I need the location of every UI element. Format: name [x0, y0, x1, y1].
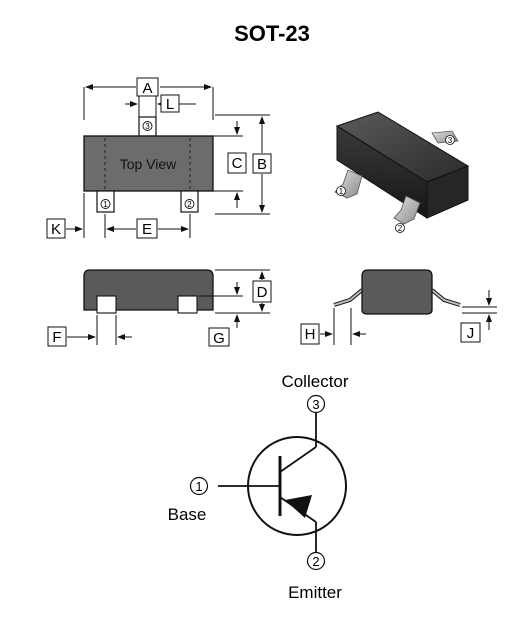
- collector-label: Collector: [281, 372, 348, 391]
- dim-b-box: [252, 153, 272, 174]
- pin2-num: 2: [187, 200, 192, 209]
- collector-pin-num: 3: [312, 397, 319, 412]
- dim-f-box: [47, 326, 67, 347]
- package-body-end: [361, 269, 433, 315]
- pin1-num-3d: 1: [339, 187, 344, 196]
- emitter-arrow-icon: [285, 495, 312, 518]
- base-pin-num: 1: [195, 479, 202, 494]
- dim-c-label: C: [232, 155, 243, 172]
- lead-pin2: [393, 195, 421, 225]
- dim-f-label: F: [52, 329, 61, 346]
- end-view: H J: [300, 269, 497, 345]
- dim-l-box: [160, 94, 180, 113]
- pin1-marker: [100, 199, 111, 209]
- dim-j-label: J: [467, 325, 475, 342]
- emitter-label: Emitter: [288, 583, 342, 602]
- dim-g-label: G: [213, 330, 225, 347]
- dim-l-label: L: [166, 96, 174, 113]
- base-label: Base: [168, 505, 207, 524]
- page-title: SOT-23: [234, 21, 310, 46]
- dim-d-box: [252, 280, 272, 303]
- pin1-num: 1: [103, 200, 108, 209]
- dim-e-box: [136, 218, 158, 239]
- dim-g-box: [208, 327, 230, 347]
- dim-a-box: [136, 77, 159, 97]
- dim-d-label: D: [257, 284, 268, 301]
- side-view: D G F: [47, 269, 272, 347]
- base-pin-marker: [189, 476, 209, 496]
- pin3-num: 3: [145, 122, 150, 131]
- dim-a-label: A: [142, 80, 152, 97]
- transistor-schematic: Collector 3 1 Base 2 Emitter: [168, 372, 349, 602]
- pin2-marker: [184, 199, 195, 209]
- side-lead-left: [96, 295, 117, 314]
- emitter-pin-marker: [306, 551, 326, 571]
- pin2-num-3d: 2: [398, 224, 403, 233]
- emitter-pin-num: 2: [312, 554, 319, 569]
- collector-pin-marker: [306, 394, 326, 414]
- dim-j-box: [460, 322, 481, 343]
- dim-h-label: H: [305, 326, 316, 343]
- dim-k-box: [46, 218, 66, 239]
- side-lead-right: [177, 295, 198, 314]
- pin3-marker: [142, 121, 153, 131]
- dim-k-label: K: [51, 221, 61, 238]
- dim-b-label: B: [257, 156, 267, 173]
- dim-c-box: [227, 152, 247, 174]
- dim-e-label: E: [142, 221, 152, 238]
- top-view-label: Top View: [120, 156, 177, 172]
- package-3d-view: 3 1 2: [334, 111, 470, 233]
- dim-h-box: [300, 323, 320, 345]
- pin3-num-3d: 3: [448, 136, 453, 145]
- top-view: A L 3 Top View 1 2 B: [46, 77, 272, 239]
